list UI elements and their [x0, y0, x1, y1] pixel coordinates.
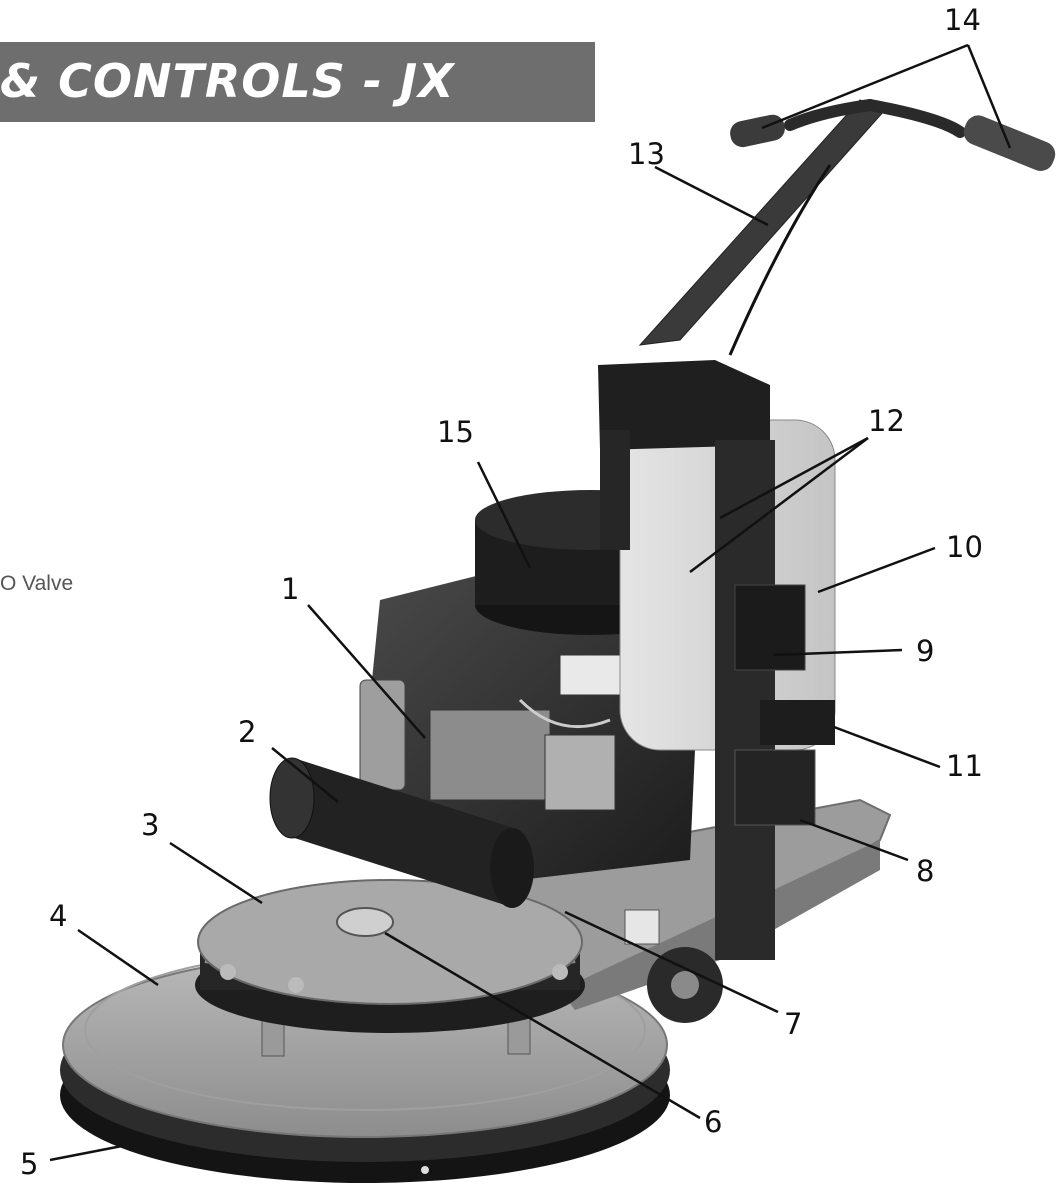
callout-5: 5 [20, 1147, 39, 1181]
leader-12a [719, 436, 869, 520]
callout-4: 4 [49, 899, 68, 933]
leader-13 [654, 165, 769, 227]
callout-15: 15 [437, 415, 474, 449]
leader-11 [833, 725, 941, 769]
leader-12b [689, 437, 869, 573]
drive-shroud [195, 879, 585, 1033]
leader-8 [799, 818, 909, 862]
callout-12: 12 [868, 404, 905, 438]
leader-1 [307, 604, 426, 739]
header-bar: & CONTROLS - JX [0, 42, 595, 122]
callout-13: 13 [628, 137, 665, 171]
callout-7: 7 [784, 1007, 803, 1041]
leader-7 [564, 910, 779, 1014]
callout-1: 1 [281, 572, 300, 606]
callout-6: 6 [704, 1105, 723, 1139]
callout-2: 2 [238, 715, 257, 749]
side-list-fragment: O Valve [0, 572, 74, 595]
leader-10 [817, 546, 936, 594]
leader-9 [772, 648, 903, 657]
leader-6 [384, 931, 701, 1120]
callout-3: 3 [141, 808, 160, 842]
leader-3 [169, 841, 263, 905]
leader-5 [49, 1144, 123, 1162]
callout-14: 14 [944, 3, 981, 37]
leader-14a [761, 43, 969, 130]
callout-8: 8 [916, 854, 935, 888]
callout-10: 10 [946, 530, 983, 564]
leader-14b [966, 44, 1012, 149]
engine [359, 570, 700, 880]
leader-4 [77, 928, 159, 987]
page-title: & CONTROLS - JX [0, 54, 455, 108]
handle [638, 99, 1056, 356]
callout-11: 11 [946, 749, 983, 783]
callout-9: 9 [916, 634, 935, 668]
leader-2 [271, 747, 339, 803]
leader-15 [476, 461, 532, 569]
leader-lines [49, 43, 1012, 1162]
muffler [269, 757, 534, 908]
control-box [598, 360, 835, 960]
